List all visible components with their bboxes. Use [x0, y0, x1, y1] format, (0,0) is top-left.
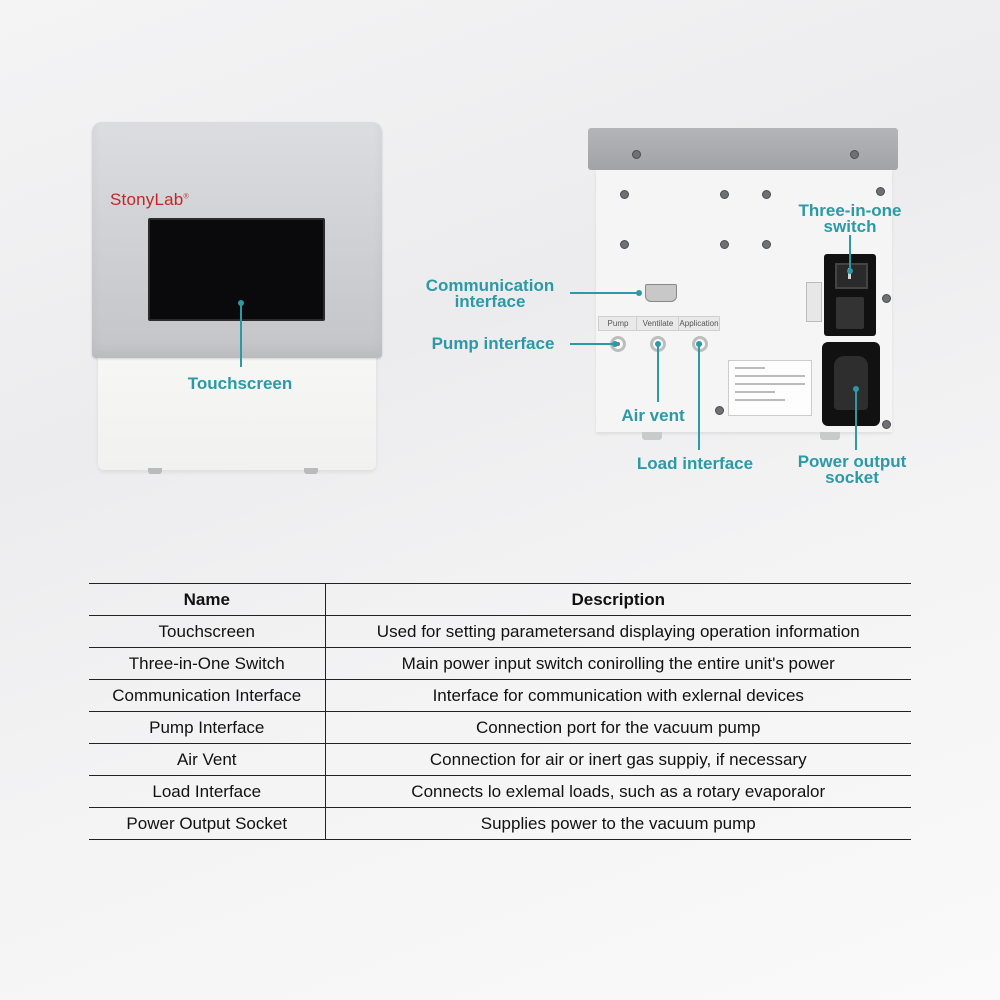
row-name: Power Output Socket	[89, 807, 326, 840]
front-device-body	[98, 340, 376, 470]
table-row: Communication Interface Interface for co…	[89, 679, 911, 712]
row-name: Three-in-One Switch	[89, 647, 326, 680]
screw	[882, 420, 891, 429]
row-name: Communication Interface	[89, 679, 326, 712]
rating-sticker	[728, 360, 812, 416]
port-label-pump: Pump	[598, 316, 638, 331]
table-row: Air Vent Connection for air or inert gas…	[89, 743, 911, 776]
callout-dot	[636, 290, 642, 296]
load-interface-callout: Load interface	[636, 454, 754, 473]
port-label-application: Application	[678, 316, 720, 331]
row-description: Connection for air or inert gas suppiy, …	[324, 743, 911, 776]
callout-line	[657, 346, 659, 402]
port-label-ventilate: Ventilate	[636, 316, 680, 331]
device-foot	[148, 468, 162, 474]
row-description: Connects lo exlemal loads, such as a rot…	[324, 775, 911, 808]
communication-interface-callout: Communication interface	[425, 276, 555, 311]
row-name: Touchscreen	[89, 615, 326, 648]
screw	[876, 187, 885, 196]
callout-dot	[853, 386, 859, 392]
callout-line	[570, 292, 640, 294]
screw	[882, 294, 891, 303]
callout-dot	[696, 341, 702, 347]
device-foot	[304, 468, 318, 474]
screw	[762, 190, 771, 199]
touchscreen-callout: Touchscreen	[187, 374, 293, 393]
callout-dot	[655, 341, 661, 347]
callout-line	[698, 346, 700, 450]
callout-line	[849, 235, 851, 270]
component-table: Name Description Touchscreen Used for se…	[89, 583, 911, 840]
screw	[720, 240, 729, 249]
screw	[620, 190, 629, 199]
fuse-label	[806, 282, 822, 322]
screw	[620, 240, 629, 249]
screw	[850, 150, 859, 159]
row-description: Used for setting parametersand displayin…	[324, 615, 911, 648]
rear-device-top	[588, 128, 898, 170]
row-description: Interface for communication with exlerna…	[324, 679, 911, 712]
three-in-one-switch-callout: Three-in-one switch	[798, 201, 902, 236]
callout-line	[570, 343, 614, 345]
screw	[762, 240, 771, 249]
socket-face	[834, 356, 868, 410]
table-row: Power Output Socket Supplies power to th…	[89, 807, 911, 840]
row-description: Main power input switch conirolling the …	[324, 647, 911, 680]
table-row: Touchscreen Used for setting parametersa…	[89, 615, 911, 648]
touchscreen-display[interactable]	[148, 218, 325, 321]
pump-interface-callout: Pump interface	[431, 334, 555, 353]
row-name: Pump Interface	[89, 711, 326, 744]
callout-dot	[612, 341, 618, 347]
screw	[720, 190, 729, 199]
power-inlet[interactable]	[836, 297, 864, 329]
air-vent-callout: Air vent	[621, 406, 685, 425]
callout-line	[240, 303, 242, 367]
callout-line	[855, 390, 857, 450]
callout-dot	[847, 268, 853, 274]
column-header-name: Name	[89, 583, 326, 616]
table-row: Three-in-One Switch Main power input swi…	[89, 647, 911, 680]
screw	[632, 150, 641, 159]
column-header-description: Description	[324, 583, 911, 616]
row-description: Supplies power to the vacuum pump	[324, 807, 911, 840]
row-name: Air Vent	[89, 743, 326, 776]
screw	[715, 406, 724, 415]
brand-logo: StonyLab®	[110, 190, 189, 209]
db9-connector[interactable]	[645, 284, 677, 302]
table-header-row: Name Description	[89, 583, 911, 616]
table-row: Load Interface Connects lo exlemal loads…	[89, 775, 911, 808]
device-foot	[820, 432, 840, 440]
power-output-socket-callout: Power output socket	[797, 452, 907, 487]
row-name: Load Interface	[89, 775, 326, 808]
power-rocker-switch[interactable]	[835, 263, 868, 289]
row-description: Connection port for the vacuum pump	[324, 711, 911, 744]
device-foot	[642, 432, 662, 440]
table-row: Pump Interface Connection port for the v…	[89, 711, 911, 744]
